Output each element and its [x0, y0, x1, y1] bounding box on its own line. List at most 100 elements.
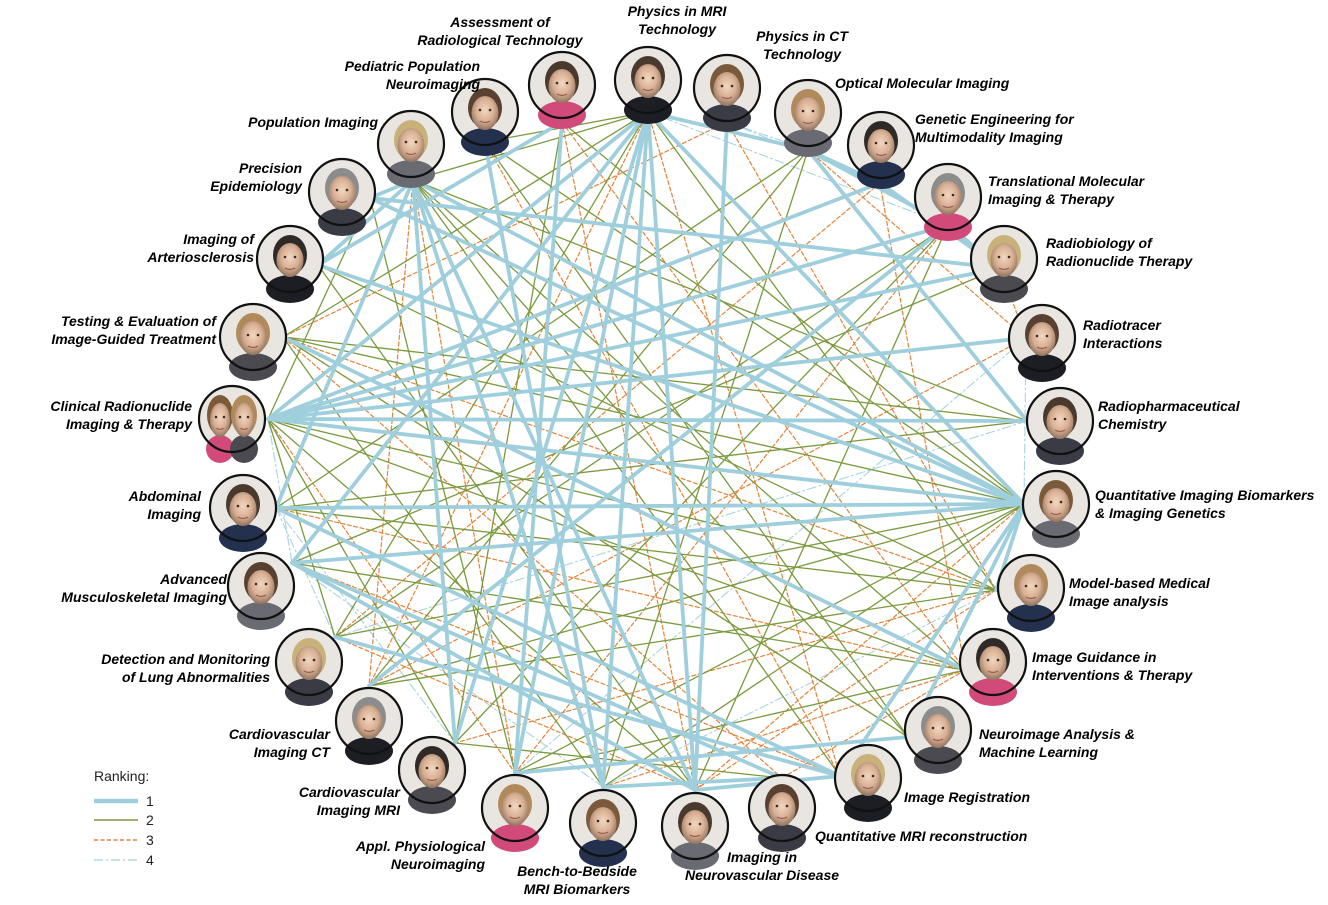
portrait-eye [1024, 584, 1028, 588]
legend-label-rank-4: 4 [146, 852, 154, 868]
portrait-eye [606, 819, 610, 823]
portrait-shirt [1032, 520, 1080, 548]
edge-rank-1-clinical-radionuclide-translational [266, 223, 950, 421]
portrait-face [501, 792, 529, 826]
node-label-line: Image-Guided Treatment [51, 331, 217, 347]
portrait-photo-bench [568, 788, 638, 867]
edge-rank-3-assessment-neurovascular [561, 121, 696, 791]
portrait-shirt [266, 275, 314, 303]
portrait-photo-epidemiology [307, 157, 377, 236]
edge-rank-1-physics-mri-msk [290, 110, 650, 565]
portrait-photo-cardio-mri [397, 735, 467, 814]
portrait-ring [450, 77, 520, 147]
portrait-mouth [240, 427, 248, 431]
node-label-line: Imaging & Therapy [988, 191, 1115, 207]
edge-rank-1-population-neurovascular [411, 178, 697, 792]
portrait-shirt [318, 208, 366, 236]
portrait-ring [255, 224, 325, 294]
portrait-mouth [405, 152, 417, 156]
portrait-eye [775, 804, 779, 808]
portrait-photo-neurovascular [660, 791, 730, 870]
edge-rank-1-physio-neuroimage-ml [513, 735, 910, 775]
portrait-mouth [247, 345, 259, 349]
portrait-face [234, 403, 254, 437]
edge-rank-1-clinical-radionuclide-qib [266, 417, 1026, 506]
node-label-line: Image Registration [904, 789, 1030, 805]
node-label-line: Population Imaging [248, 114, 378, 130]
edge-rank-3-genetic-image-guidance [879, 182, 966, 671]
edge-rank-2-neuroimage-ml-pediatric [484, 141, 909, 738]
edge-rank-2-qib-cardio-ct [368, 503, 1025, 687]
portrait-eye [1049, 500, 1053, 504]
portrait-face [768, 792, 796, 826]
node-label-line: Imaging [147, 506, 201, 522]
portrait-eye [565, 81, 569, 85]
legend-label-rank-2: 2 [146, 812, 154, 828]
portrait-photo-genetic [846, 110, 916, 189]
edge-rank-2-physics-mri-testing [282, 111, 649, 338]
portrait-ring [527, 50, 597, 120]
edge-rank-1-assessment-arteriosclerosis [316, 120, 564, 267]
portrait-shirt [671, 842, 719, 870]
portrait-mouth [597, 831, 609, 835]
portrait-ring [969, 224, 1039, 294]
portrait-mouth [642, 88, 654, 92]
edge-rank-2-physio-epidemiology [369, 197, 516, 774]
portrait-face [548, 69, 576, 103]
portrait-photo-population [376, 109, 446, 188]
portrait-photo-lung [274, 627, 344, 706]
edge-rank-2-assessment-cardio-mri [454, 121, 563, 744]
edge-rank-1-physics-mri-cardio-mri [453, 110, 650, 745]
edge-rank-1-msk-neurovascular [290, 561, 697, 792]
node-label-line: Appl. Physiological [355, 838, 486, 854]
portrait-mouth [363, 729, 375, 733]
node-label-line: Pediatric Population [345, 58, 480, 74]
portrait-shirt [857, 161, 905, 189]
portrait-photo-registration [833, 743, 903, 822]
edge-rank-2-population-neuroimage-ml [412, 179, 909, 738]
edge-rank-1-population-qib [411, 178, 1026, 506]
portrait-mouth [932, 738, 944, 742]
portrait-ring [996, 553, 1066, 623]
node-label-line: Interventions & Therapy [1032, 667, 1193, 683]
portrait-eye [871, 774, 875, 778]
edge-rank-1-qib-arteriosclerosis [316, 263, 1026, 506]
edge-rank-2-model-based-cardio-ct [368, 589, 997, 687]
edge-rank-3-translational-physio [514, 224, 949, 774]
portrait-ring [397, 735, 467, 805]
edge-rank-3-lung-neurovascular [334, 636, 696, 791]
edge-rank-4-physics-mri-translational [647, 111, 949, 226]
portrait-eye [951, 193, 955, 197]
portrait-eye [555, 81, 559, 85]
portrait-face [1046, 405, 1074, 439]
portrait-eye [238, 415, 242, 419]
portrait-eye [222, 415, 226, 419]
node-label-line: Imaging MRI [317, 802, 401, 818]
portrait-eye [404, 140, 408, 144]
portrait-face [681, 810, 709, 844]
portrait-eye [884, 141, 888, 145]
node-label-registration: Image Registration [904, 789, 1030, 805]
node-label-line: Optical Molecular Imaging [835, 75, 1010, 91]
portrait-photo-translational [913, 162, 983, 241]
portrait-eye [1007, 255, 1011, 259]
edge-rank-1-qib-registration [838, 502, 1026, 778]
edge-rank-1-physics-mri-bench [601, 110, 650, 789]
edge-rank-1-clinical-radionuclide-radiobiology [266, 266, 1002, 421]
edge-rank-1-physics-ct-neurovascular [693, 120, 729, 792]
portrait-photo-radiobiology [969, 224, 1039, 303]
node-registration: Image Registration [833, 743, 1030, 822]
portrait-eye [414, 140, 418, 144]
node-label-line: Image Guidance in [1032, 649, 1156, 665]
